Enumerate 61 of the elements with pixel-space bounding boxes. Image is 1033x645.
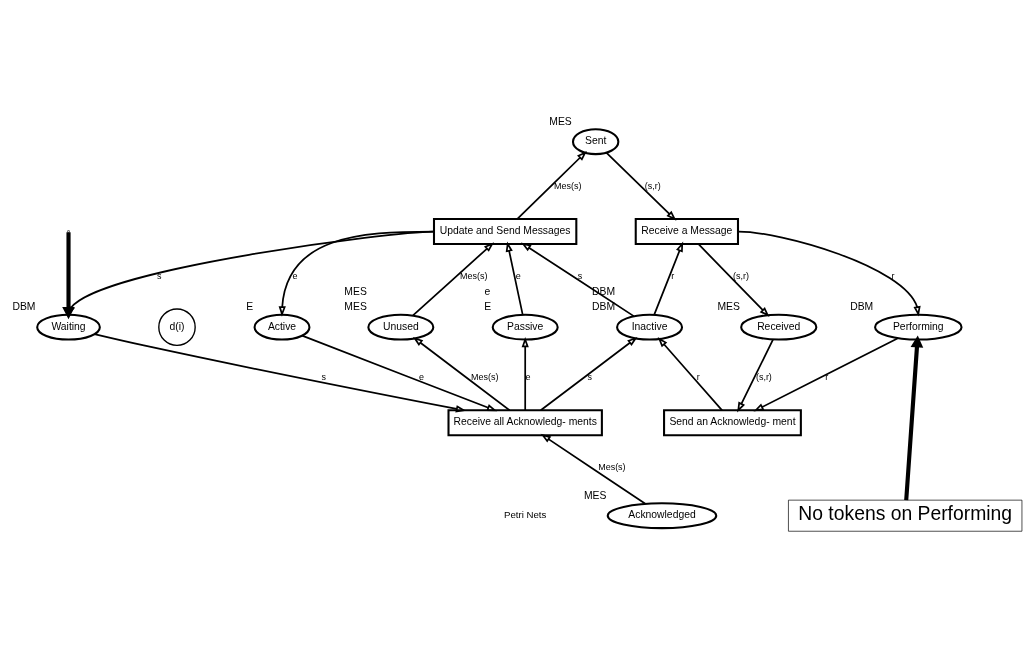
- edge-label: s: [577, 270, 583, 281]
- arrow: [412, 336, 511, 411]
- edge-label: r: [891, 270, 895, 281]
- edge-label: Mes(s): [553, 180, 582, 191]
- arrow: [301, 334, 498, 411]
- node-label: DBM: [850, 300, 874, 312]
- edge-label: r: [825, 371, 829, 382]
- edge-label: e: [419, 371, 425, 382]
- node-ellipse: Active: [253, 313, 311, 341]
- node-box: Send an Acknowledg- ment: [663, 408, 802, 436]
- node-box: Update and Send Messages: [432, 217, 578, 245]
- node-ellipse: Waiting: [36, 313, 101, 341]
- edge-label: (s,r): [755, 371, 772, 382]
- edge-label: e: [292, 270, 298, 281]
- node-ellipse: Performing: [874, 313, 963, 341]
- node-box: No tokens on Performing: [788, 499, 1023, 532]
- node-label: MES: [583, 489, 607, 501]
- node-box: Receive a Message: [634, 217, 740, 245]
- node-ellipse: Acknowledged: [606, 501, 718, 529]
- node-ellipse: Passive: [491, 313, 559, 341]
- edge-label: s: [157, 270, 162, 281]
- arrow: [62, 230, 435, 319]
- edge-label: s: [587, 371, 593, 382]
- node-label: E: [246, 300, 254, 312]
- node-ellipse: Received: [740, 313, 818, 341]
- edge-label: r: [671, 270, 675, 281]
- edge-label: (s,r): [644, 180, 661, 191]
- node-box: Receive all Acknowledg- ments: [447, 408, 603, 436]
- arrow: [605, 151, 677, 221]
- edge-label: e: [525, 371, 531, 382]
- edge-label: Mes(s): [471, 371, 499, 382]
- edge-label: (s,r): [733, 270, 750, 281]
- arrow: [516, 150, 587, 220]
- arrow: [505, 240, 524, 315]
- node-label: MES: [344, 285, 367, 297]
- edge-label: s: [321, 371, 327, 382]
- label: Petri Nets: [503, 508, 547, 520]
- arrow: [521, 336, 529, 411]
- edge-label: r: [696, 371, 700, 382]
- arrow: [653, 241, 684, 315]
- arrow: [539, 336, 638, 411]
- node-ellipse: Inactive: [616, 313, 684, 341]
- node-ellipse: Unused: [367, 313, 435, 341]
- edge-label: Mes(s): [460, 270, 488, 281]
- node-label: MES: [717, 300, 740, 312]
- arrow: [737, 338, 774, 413]
- node-label: DBM: [592, 300, 616, 312]
- node-label: MES: [549, 115, 572, 127]
- edge-label: e: [515, 270, 521, 281]
- node-label: DBM: [12, 300, 36, 312]
- arrow: [62, 231, 75, 319]
- node-label: MES: [344, 300, 367, 312]
- node-ellipse: Sent: [571, 127, 620, 155]
- node-circle: d(i): [158, 307, 196, 346]
- arrow: [657, 336, 723, 411]
- node-label: e: [484, 285, 491, 297]
- arrow: [753, 336, 899, 411]
- node-label: E: [484, 300, 492, 312]
- arrow: [93, 332, 467, 412]
- edge-label: Mes(s): [598, 461, 626, 472]
- arrow: [904, 334, 924, 500]
